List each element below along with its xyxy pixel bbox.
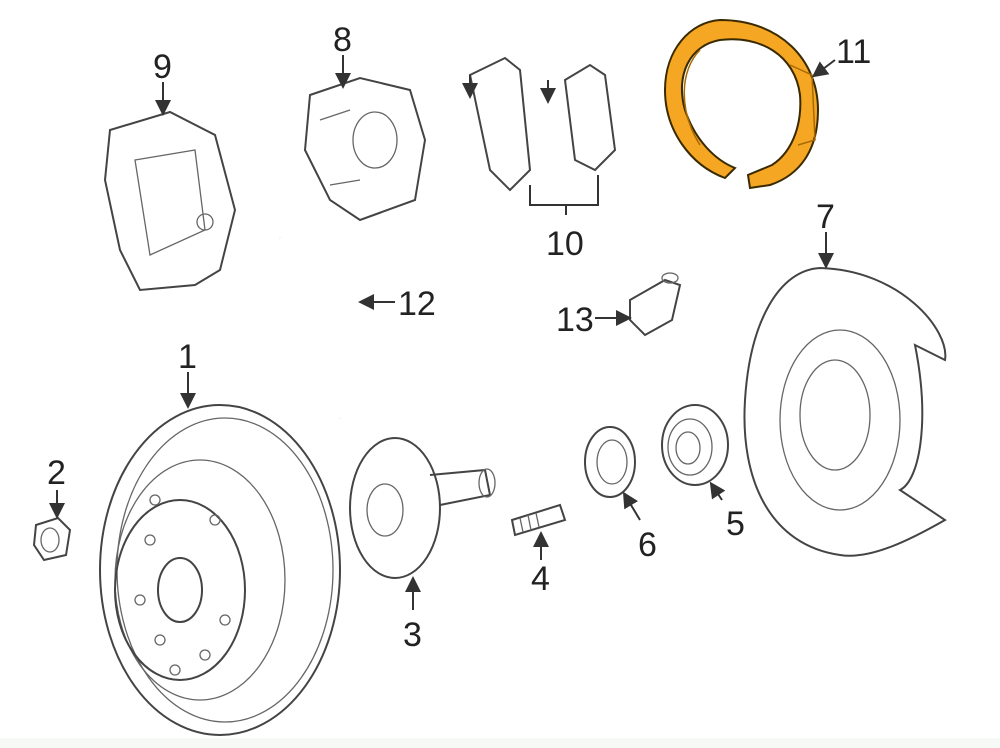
- part-11-parking-brake-shoe[interactable]: [663, 18, 820, 190]
- callout-11: 11: [836, 33, 871, 71]
- callout-13: 13: [556, 301, 594, 339]
- part-8-caliper[interactable]: [303, 76, 427, 222]
- part-12-brake-hose[interactable]: [279, 236, 347, 419]
- callout-4: 4: [531, 560, 550, 598]
- callout-7: 7: [816, 198, 835, 236]
- callout-9: 9: [153, 48, 172, 86]
- part-3-hub[interactable]: [349, 437, 496, 579]
- leader-lines: [49, 55, 836, 610]
- part-2-nut[interactable]: [32, 516, 72, 562]
- callout-1: 1: [178, 338, 197, 376]
- callout-10: 10: [546, 225, 584, 263]
- part-6-seal[interactable]: [584, 426, 636, 498]
- part-5-bearing[interactable]: [661, 404, 729, 486]
- part-7-backing-plate[interactable]: [743, 266, 947, 557]
- part-13-fitting[interactable]: [629, 272, 682, 337]
- callout-8: 8: [333, 21, 352, 59]
- part-1-brake-rotor[interactable]: [99, 404, 341, 736]
- part-4-wheel-stud[interactable]: [510, 503, 567, 537]
- callout-6: 6: [638, 526, 657, 564]
- bottom-strip: [0, 738, 1000, 748]
- callout-12: 12: [398, 285, 436, 323]
- callout-5: 5: [726, 505, 745, 543]
- part-9-caliper-bracket[interactable]: [103, 110, 237, 292]
- callout-3: 3: [403, 616, 422, 654]
- part-10-brake-pads[interactable]: [468, 56, 617, 215]
- callout-2: 2: [47, 454, 66, 492]
